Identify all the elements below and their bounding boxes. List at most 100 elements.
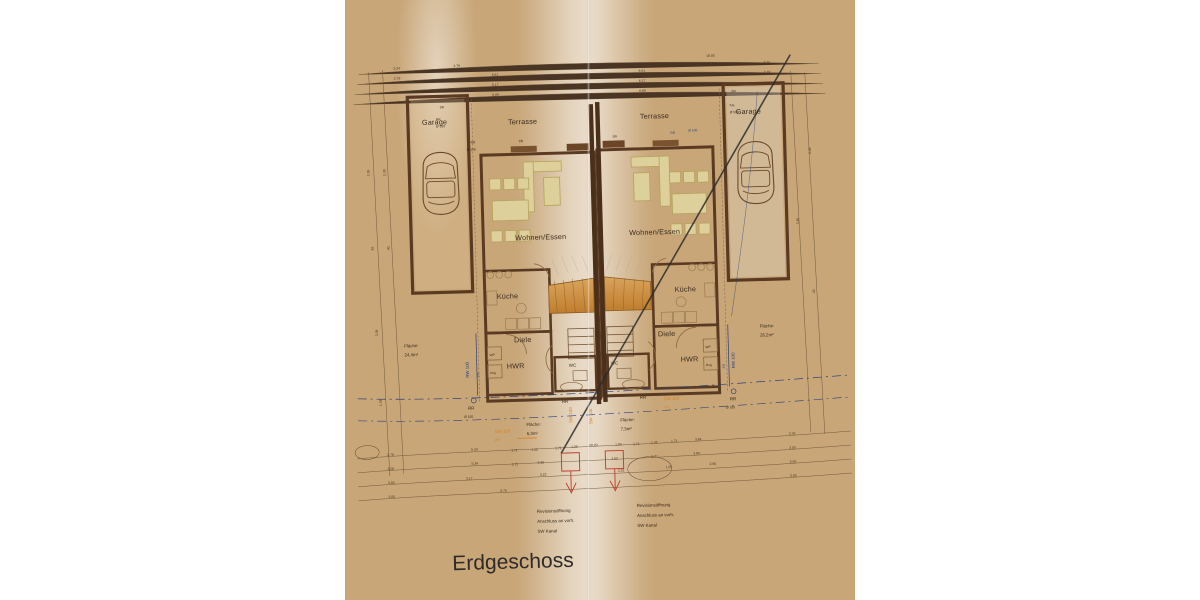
dim-b2-4: 2.60 <box>537 461 544 465</box>
rw-100-left: RW 100 2% <box>465 333 480 396</box>
dim-left-5: 3.38 <box>375 329 379 336</box>
pipe-annotations: RW 100 2% RW 100 2% RR <box>436 89 739 442</box>
floor-plan-photograph: 3.24 2.78 4.79 6.61 6.17 6.89 6.61 6.17 … <box>345 0 855 600</box>
sw-right-slope: 2% <box>664 405 669 409</box>
kueche-right: Küche <box>650 261 718 328</box>
rr-top-1-dia: Ø 100 <box>436 124 445 128</box>
dim-b2-6: 1.71 <box>651 454 658 458</box>
rr-left-dia: Ø 100 <box>464 415 473 419</box>
hzg-box-left <box>487 364 503 379</box>
dim-b1-11: 1.71 <box>671 439 678 443</box>
dim-b3-3: 3.22 <box>540 473 547 477</box>
dim-b2-3: 1.71 <box>512 462 519 466</box>
rw-100-right-slope: 2% <box>722 364 726 369</box>
rr-left: RR Ø 100 <box>464 397 477 419</box>
dim-top-5: 6.17 <box>492 83 499 87</box>
sr-top-3: SR <box>612 134 617 138</box>
rw-100-right-text: RW 100 <box>731 352 736 368</box>
house-outline <box>479 101 722 405</box>
terrasse-right: Terrasse <box>602 111 679 148</box>
diele-right-label: Diele <box>658 329 676 338</box>
dim-right-1: 2.38 <box>808 147 812 154</box>
rr-top-3-dia: Ø 100 <box>688 128 697 132</box>
rr-top-2-dia: Ø 100 <box>467 147 476 151</box>
dim-right-2: 3.38 <box>796 218 800 225</box>
area-labels: Fläche: 24,4m² Fläche: 26,2m² Fläche: 6,… <box>404 323 775 436</box>
dim-left-3: .42 <box>370 246 374 251</box>
note-right-l2: Anschluss an vorh. <box>637 512 674 518</box>
sofa-left <box>522 160 562 213</box>
dim-top-4: 6.61 <box>492 73 499 77</box>
rr-top-1: RR <box>436 117 441 121</box>
dim-b1-3: 1.71 <box>511 448 518 452</box>
right-vertical-dimension-texts: 2.38 3.38 .42 <box>796 147 816 294</box>
dim-b2-1: 3.00 <box>388 467 395 471</box>
wp-box-left <box>486 346 503 361</box>
dim-left-6: 1.05 <box>379 399 383 406</box>
rr-right-text: RR <box>730 396 736 401</box>
plan-drawing: 3.24 2.78 4.79 6.61 6.17 6.89 6.61 6.17 … <box>345 0 855 600</box>
wohnen-essen-left: Wohnen/Essen <box>489 160 566 243</box>
sofa-right <box>630 155 671 207</box>
dim-left-4: .42 <box>386 246 390 251</box>
wohnen-essen-right-label: Wohnen/Essen <box>629 227 680 237</box>
note-right-l1: Revisionsöffnung <box>637 502 671 508</box>
dim-top-10: 18.05 <box>706 54 715 58</box>
dim-b2-5: 2.60 <box>611 457 618 461</box>
area-front-right: Fläche: 7,3m² <box>620 417 635 431</box>
area-gl-value: 24,4m² <box>404 352 418 357</box>
wohnen-essen-left-label: Wohnen/Essen <box>515 232 566 242</box>
area-gr-value: 26,2m² <box>760 332 774 337</box>
garage-right-label: Garage <box>736 106 761 116</box>
bottom-dimension-texts: 2.78 5.34 1.71 1.45 1.71 1.00 20.20 1.00… <box>387 432 797 499</box>
hzg-box-right <box>703 356 719 371</box>
dim-b1-10: 1.45 <box>651 440 658 444</box>
area-fl-value: 6,3m² <box>527 431 539 436</box>
kueche-left-label: Küche <box>497 291 519 301</box>
note-left-l3: SW Kanal <box>537 528 557 534</box>
dim-top-8: 6.17 <box>639 79 646 83</box>
rw-100-right: RW 100 2% <box>722 324 736 387</box>
dim-b1-7: 20.20 <box>589 443 598 447</box>
dim-b2-8: 3.00 <box>789 446 796 450</box>
sw-cl-text: SW 100 <box>568 407 573 423</box>
area-fr-label: Fläche: <box>620 417 635 422</box>
blue-guide-line <box>731 91 758 317</box>
dim-top-2: 2.78 <box>394 76 401 80</box>
top-dimension-lines <box>353 61 826 106</box>
sw-100-right: SW 100 2% <box>664 396 680 409</box>
kitchen-fittings-left <box>486 270 542 331</box>
terrasse-left-label: Terrasse <box>508 117 537 127</box>
roof-drain-labels: SR RR Ø 100 RR Ø 100 SR SR RR Ø 100 SR K… <box>436 89 739 152</box>
area-garage-right: Fläche: 26,2m² <box>760 323 775 337</box>
sw-left-text: SW 100 <box>495 429 511 434</box>
dim-b1-12: 3.64 <box>695 437 702 441</box>
dim-top-9: 6.89 <box>639 89 646 93</box>
dim-b3-1: 3.00 <box>388 481 395 485</box>
wc-left-label: WC <box>569 363 576 368</box>
dim-right-3: .42 <box>812 289 816 294</box>
stairs-center <box>548 254 652 360</box>
area-gl-label: Fläche: <box>404 343 419 348</box>
top-dimension-texts: 3.24 2.78 4.79 6.61 6.17 6.89 6.61 6.17 … <box>393 54 770 97</box>
kg-top: KG <box>730 103 735 107</box>
dim-top-6: 6.89 <box>492 93 499 97</box>
area-garage-left: Fläche: 24,4m² <box>404 343 419 357</box>
rr-right: RR Ø 100 <box>726 388 737 410</box>
rr-center-right: RR <box>640 395 646 400</box>
hwr-right-label: HWR <box>681 354 699 363</box>
rr-right-dia: Ø 100 <box>726 405 735 409</box>
terrasse-right-label: Terrasse <box>640 111 669 121</box>
sw-right-text: SW 100 <box>664 396 680 401</box>
area-gr-label: Fläche: <box>760 323 775 328</box>
garage-right: Garage <box>721 81 791 283</box>
dim-b3-2: 3.17 <box>466 477 473 481</box>
dim-top-1: 3.24 <box>393 66 400 70</box>
dim-top-3: 4.79 <box>453 64 460 68</box>
area-fl-label: Fläche: <box>526 422 541 427</box>
sw-100-center-left: SW 100 <box>568 407 573 423</box>
kitchen-fittings-right <box>661 263 716 324</box>
terrasse-left: Terrasse <box>508 117 589 153</box>
hzg-right-label: Hzg <box>706 363 712 367</box>
